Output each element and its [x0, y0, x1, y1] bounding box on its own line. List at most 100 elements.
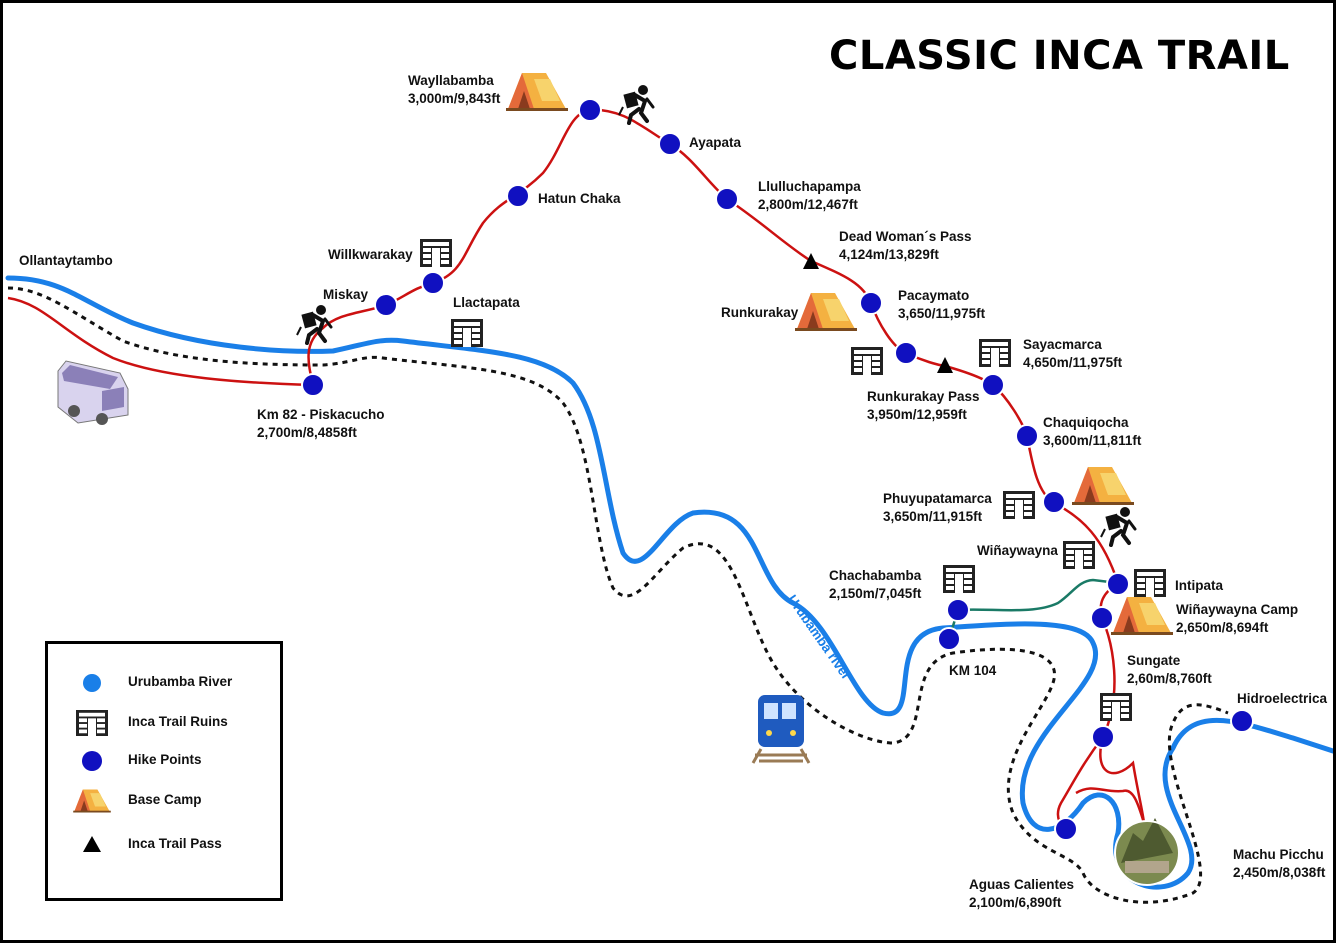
label-km82: Km 82 - Piskacucho [257, 407, 385, 422]
legend-row-camp: Base Camp [48, 786, 280, 816]
label-phuyupatamarca: Phuyupatamarca [883, 491, 992, 506]
hike-point-wayllabamba[interactable] [578, 98, 602, 122]
label-machu-picchu: Machu Picchu [1233, 847, 1324, 862]
label-chachabamba-alt: 2,150m/7,045ft [829, 586, 922, 601]
hike-point-runkurakay[interactable] [894, 341, 918, 365]
hike-point-phuyupatamarca[interactable] [1042, 490, 1066, 514]
label-sungate-alt: 2,60m/8,760ft [1127, 671, 1212, 686]
hike-point-aguas-calientes[interactable] [1054, 817, 1078, 841]
ruins-icon [420, 239, 452, 267]
ruins-icon [943, 565, 975, 593]
label-llulluchapampa: Llulluchapampa [758, 179, 861, 194]
hike-point-llactapata[interactable] [421, 271, 445, 295]
label-pacaymato-alt: 3,650/11,975ft [898, 306, 986, 321]
label-sungate: Sungate [1127, 653, 1181, 668]
pass-triangle-icon [83, 836, 101, 852]
hiker-icon [1099, 505, 1137, 547]
label-chachabamba: Chachabamba [829, 568, 922, 583]
legend-row-river: Urubamba River [48, 668, 280, 698]
hike-point-pacaymato[interactable] [859, 291, 883, 315]
ruins-icon [1063, 541, 1095, 569]
ruins-icon [979, 339, 1011, 367]
label-runkurakay-pass-alt: 3,950m/12,959ft [867, 407, 967, 422]
legend-row-hike: Hike Points [48, 746, 280, 776]
legend: Urubamba River Inca Trail Ruins Hike Poi… [45, 641, 283, 901]
alt-trail-km104 [947, 578, 1119, 640]
hike-point-winaywayna-camp[interactable] [1090, 606, 1114, 630]
hike-point-sayacmarca[interactable] [981, 373, 1005, 397]
hike-point-chaquiqocha[interactable] [1015, 424, 1039, 448]
label-aguas-calientes-alt: 2,100m/6,890ft [969, 895, 1062, 910]
label-winaywayna: Wiñaywayna [977, 543, 1058, 558]
label-runkurakay: Runkurakay [721, 305, 799, 320]
label-wayllabamba: Wayllabamba [408, 73, 494, 88]
label-sayacmarca: Sayacmarca [1023, 337, 1102, 352]
hike-point-intipata[interactable] [1106, 572, 1130, 596]
legend-label: Inca Trail Ruins [128, 714, 228, 729]
label-aguas-calientes: Aguas Calientes [969, 877, 1074, 892]
legend-label: Inca Trail Pass [128, 836, 222, 851]
label-hatun-chaka: Hatun Chaka [538, 191, 621, 206]
trail-map: CLASSIC INCA TRAIL [5, 33, 1333, 910]
ruins-icon [1003, 491, 1035, 519]
bus-icon [57, 360, 129, 425]
label-phuyupatamarca-alt: 3,650m/11,915ft [883, 509, 983, 524]
hike-point-ayapata[interactable] [658, 132, 682, 156]
hike-points [301, 98, 1254, 841]
legend-row-ruins: Inca Trail Ruins [48, 708, 280, 738]
tent-icon [1111, 597, 1173, 635]
hike-point-chachabamba[interactable] [946, 598, 970, 622]
label-runkurakay-pass: Runkurakay Pass [867, 389, 980, 404]
tent-icon [73, 789, 111, 813]
ruins-icon [1134, 569, 1166, 597]
label-winaywayna-camp: Wiñaywayna Camp [1176, 602, 1298, 617]
label-willkwarakay: Willkwarakay [328, 247, 413, 262]
tent-icon [795, 293, 857, 331]
train-icon [751, 695, 811, 764]
hike-point-sungate[interactable] [1091, 725, 1115, 749]
ruins-icon [1100, 693, 1132, 721]
label-llactapata: Llactapata [453, 295, 520, 310]
label-machu-picchu-alt: 2,450m/8,038ft [1233, 865, 1326, 880]
ruins-icon [451, 319, 483, 347]
label-chaquiqocha: Chaquiqocha [1043, 415, 1129, 430]
train-line [7, 286, 1229, 904]
hike-point-llulluchapampa[interactable] [715, 187, 739, 211]
label-km82-alt: 2,700m/8,4858ft [257, 425, 357, 440]
label-km104: KM 104 [949, 663, 997, 678]
legend-row-pass: Inca Trail Pass [48, 830, 280, 860]
tent-icon [506, 73, 568, 111]
trail-lower [7, 296, 314, 387]
label-llulluchapampa-alt: 2,800m/12,467ft [758, 197, 858, 212]
machu-picchu-image [1114, 818, 1180, 886]
ruins-icon [851, 347, 883, 375]
hike-point-icon [82, 751, 102, 771]
legend-label: Hike Points [128, 752, 202, 767]
label-miskay: Miskay [323, 287, 369, 302]
label-sayacmarca-alt: 4,650m/11,975ft [1023, 355, 1123, 370]
map-title: CLASSIC INCA TRAIL [829, 33, 1290, 79]
hike-point-miskay[interactable] [374, 293, 398, 317]
label-chaquiqocha-alt: 3,600m/11,811ft [1043, 433, 1142, 448]
river-label: Urubamba river [785, 592, 855, 683]
tent-icon [1072, 467, 1134, 505]
label-pacaymato: Pacaymato [898, 288, 969, 303]
label-dead-womans-pass: Dead Woman´s Pass [839, 229, 972, 244]
hike-point-km104[interactable] [937, 627, 961, 651]
hike-point-km82[interactable] [301, 373, 325, 397]
trail-upper [307, 108, 1146, 824]
hike-point-hidroelectrica[interactable] [1230, 709, 1254, 733]
legend-label: Base Camp [128, 792, 202, 807]
label-ollantaytambo: Ollantaytambo [19, 253, 113, 268]
pass-triangle-icon [803, 253, 819, 269]
label-dead-womans-pass-alt: 4,124m/13,829ft [839, 247, 939, 262]
label-wayllabamba-alt: 3,000m/9,843ft [408, 91, 501, 106]
label-ayapata: Ayapata [689, 135, 742, 150]
label-winaywayna-camp-alt: 2,650m/8,694ft [1176, 620, 1269, 635]
river-dot-icon [83, 674, 101, 692]
label-intipata: Intipata [1175, 578, 1223, 593]
label-hidroelectrica: Hidroelectrica [1237, 691, 1328, 706]
ruins-icon [76, 710, 108, 736]
hike-point-hatun-chaka[interactable] [506, 184, 530, 208]
